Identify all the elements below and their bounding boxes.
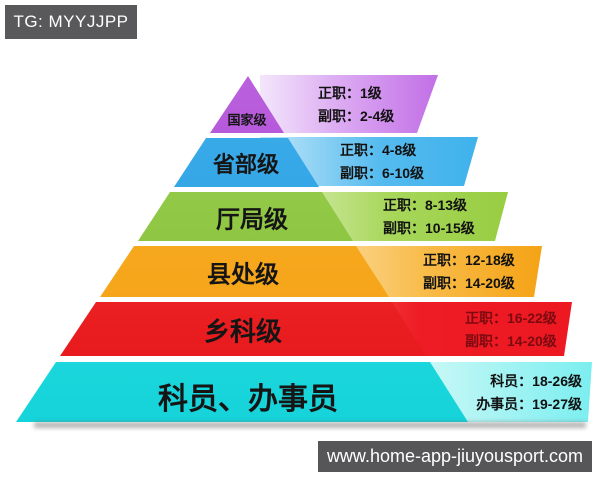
level-label-xianchuji: 县处级	[207, 261, 279, 289]
telegram-badge-text: TG: MYYJJPP	[13, 12, 129, 31]
banner-shengbuji-line2: 副职：6-10级	[340, 165, 425, 181]
level-label-guojiaji: 国家级	[227, 112, 267, 128]
banner-guojiaji-line1: 正职：1级	[318, 84, 382, 101]
level-label-xiangkeji: 乡科级	[203, 316, 283, 347]
telegram-badge: TG: MYYJJPP	[5, 5, 137, 39]
banner-keyuan-line1: 科员：18-26级	[490, 372, 582, 389]
banner-xianchuji-line2: 副职：14-20级	[423, 275, 515, 291]
level-label-tingjuji: 厅局级	[216, 206, 288, 234]
banner-shengbuji-line1: 正职：4-8级	[340, 142, 417, 158]
level-label-keyuan-banshiyuan: 科员、办事员	[158, 383, 338, 416]
banner-tingjuji-line1: 正职：8-13级	[383, 197, 468, 213]
watermark-text: www.home-app-jiuyousport.com	[326, 446, 584, 466]
watermark: www.home-app-jiuyousport.com	[318, 441, 592, 472]
banner-xiangkeji-line2: 副职：14-20级	[465, 332, 557, 349]
banner-guojiaji-line2: 副职：2-4级	[318, 107, 395, 124]
banner-guojiaji: 正职：1级 副职：2-4级	[260, 75, 438, 133]
base-shadow	[34, 422, 586, 428]
banner-xiangkeji-line1: 正职：16-22级	[465, 309, 557, 326]
banner-keyuan-line2: 办事员：19-27级	[476, 395, 582, 412]
level-label-shengbuji: 省部级	[212, 152, 280, 177]
banner-tingjuji-line2: 副职：10-15级	[383, 220, 475, 236]
banner-xianchuji-line1: 正职：12-18级	[423, 252, 515, 268]
